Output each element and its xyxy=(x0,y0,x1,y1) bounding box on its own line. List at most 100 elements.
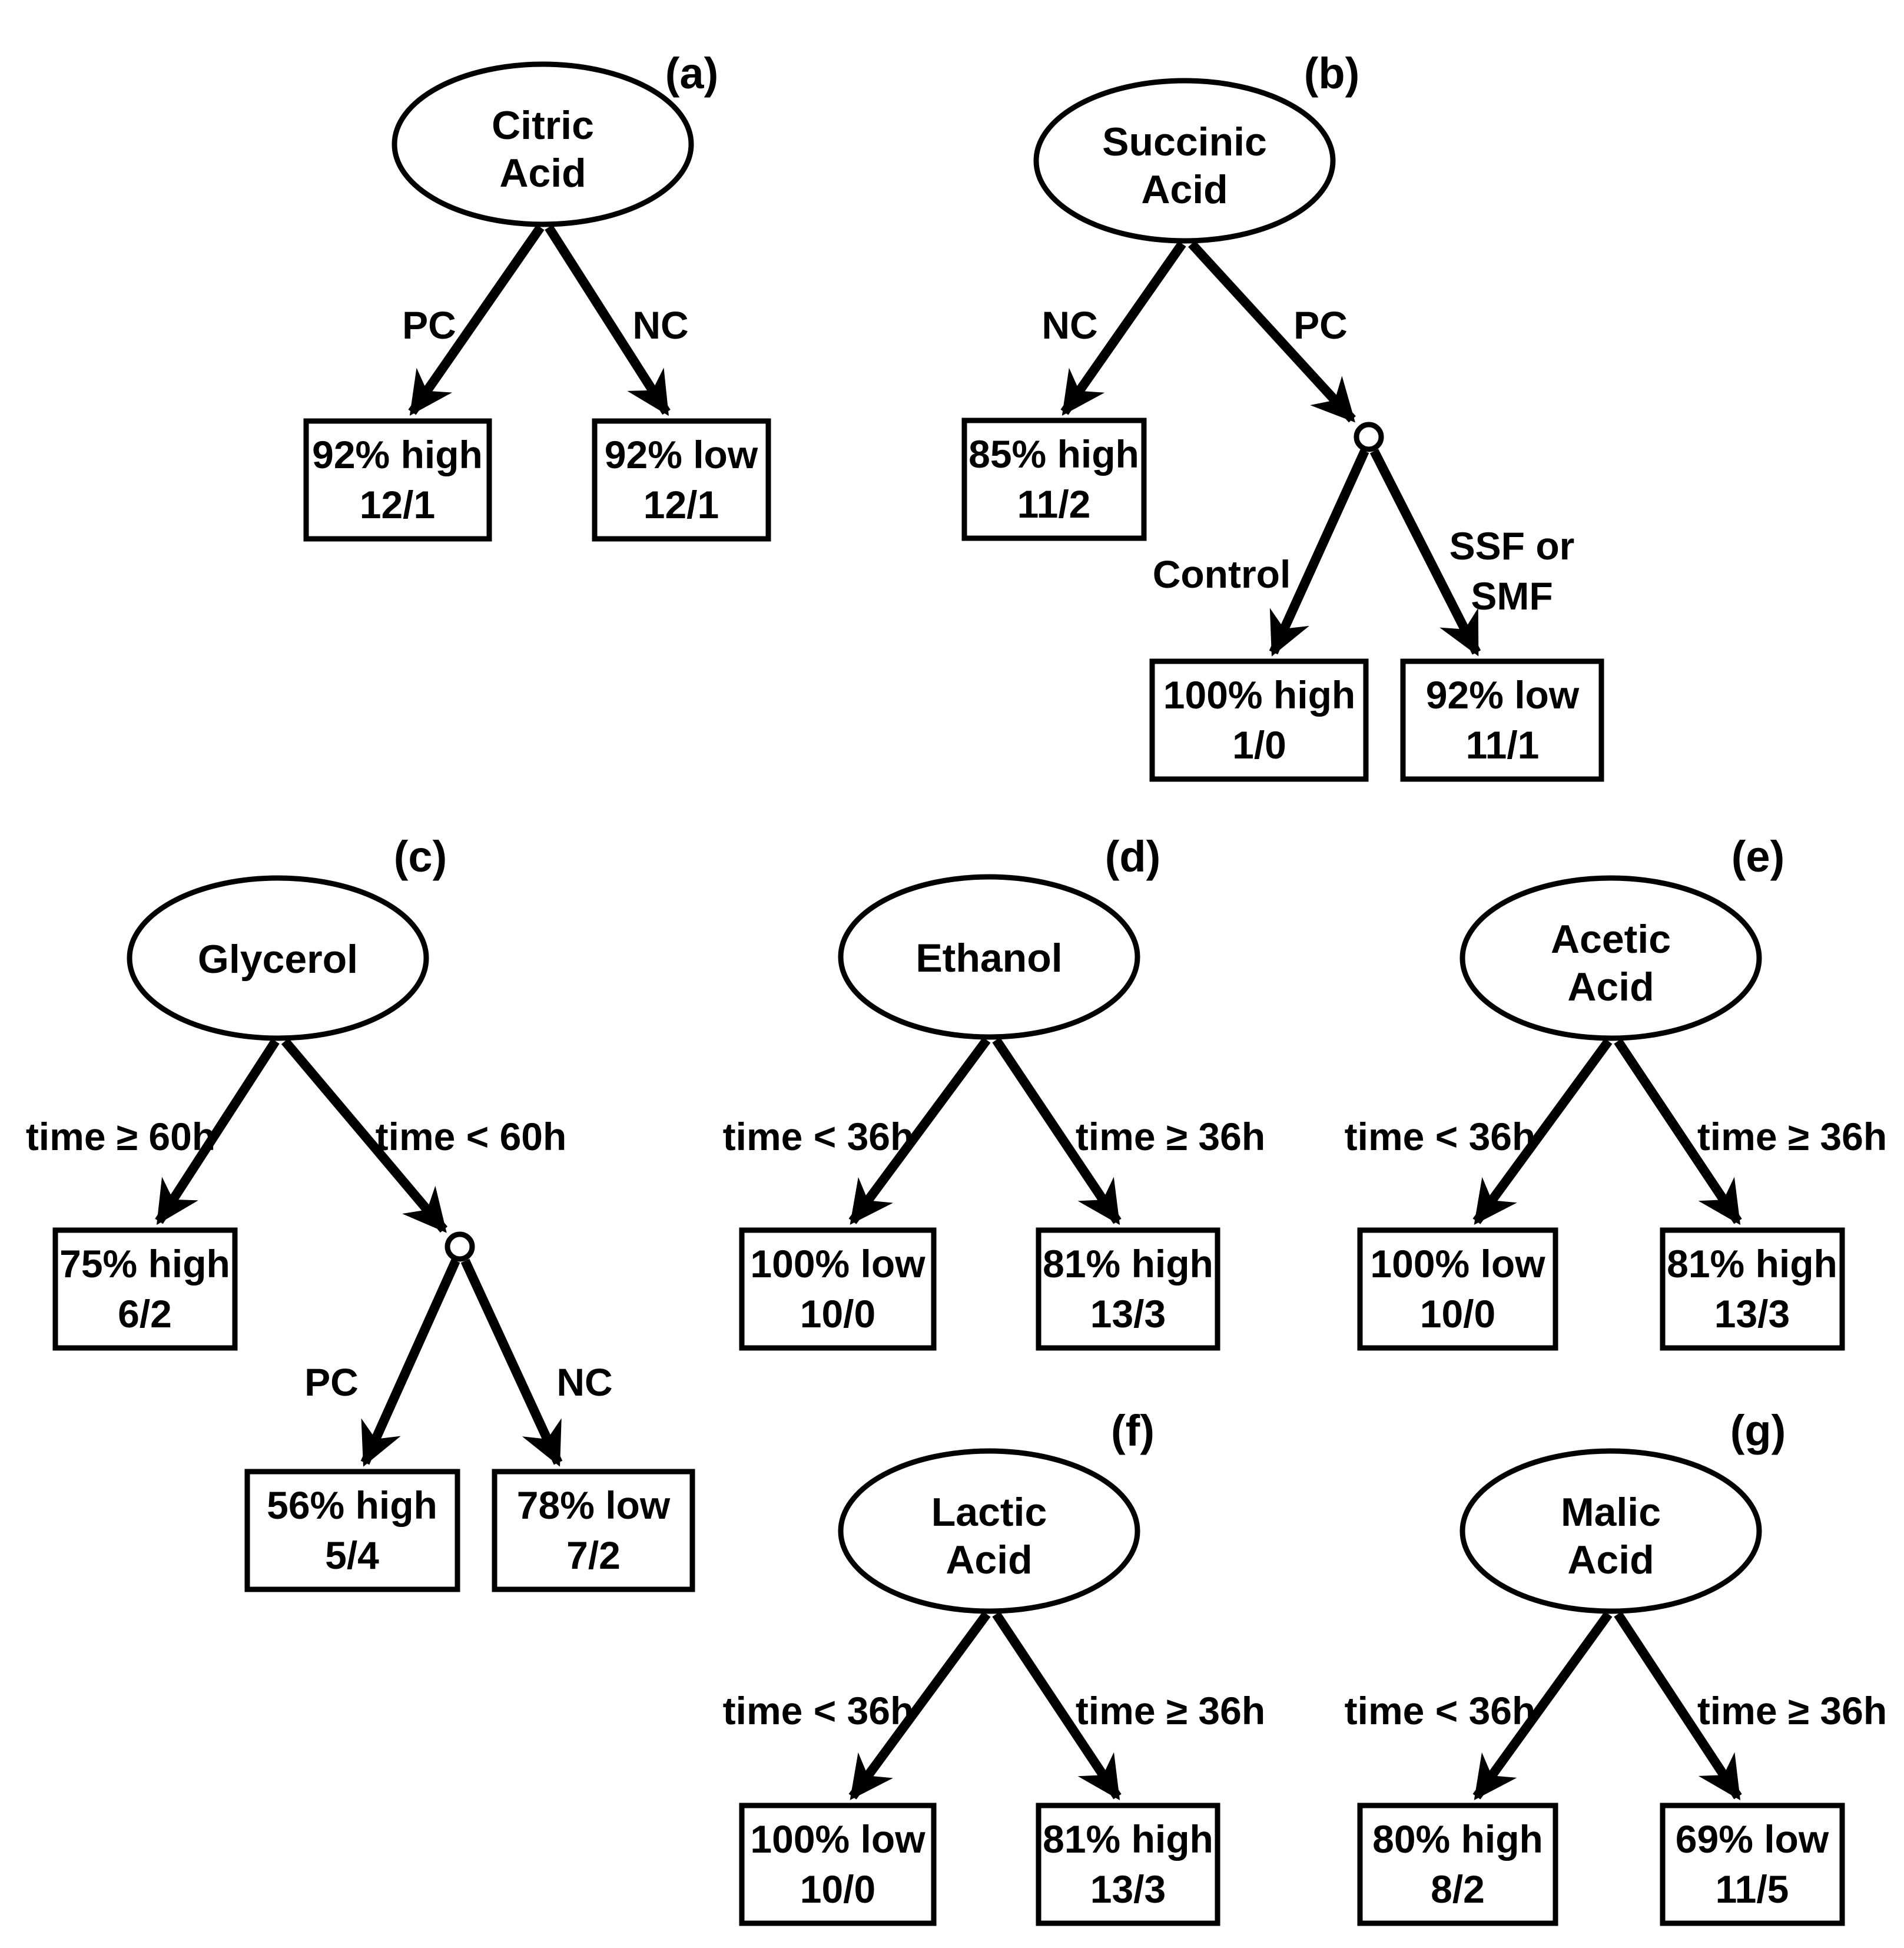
branch-arrow-right xyxy=(1614,1038,1742,1225)
tree-g: (g) Malic Acid time < 36h time ≥ 36h 80%… xyxy=(1345,1406,1887,1926)
root-label-line1: Malic xyxy=(1561,1490,1661,1535)
root-node-ellipse-malic-acid xyxy=(1459,1448,1762,1614)
tree-f: (f) Lactic Acid time < 36h time ≥ 36h 10… xyxy=(723,1406,1265,1926)
leaf-right-line2: 13/3 xyxy=(1090,1292,1166,1336)
root-label-line2: Acid xyxy=(1141,167,1228,212)
leaf-left-line2: 6/2 xyxy=(118,1292,172,1336)
root-node-ellipse-lactic-acid xyxy=(838,1448,1140,1614)
sub-branch-label-right-line1: SSF or xyxy=(1449,524,1575,568)
sub-branch-arrow-right xyxy=(460,1258,563,1467)
leaf-sub-left-line2: 5/4 xyxy=(325,1533,379,1577)
leaf-box-sub-left xyxy=(244,1469,460,1592)
split-node-circle xyxy=(445,1231,475,1262)
leaf-sub-right-line2: 7/2 xyxy=(566,1533,621,1577)
root-node-ellipse-acetic-acid xyxy=(1459,875,1762,1041)
panel-label-e: (e) xyxy=(1731,832,1784,881)
sub-branch-arrow-left xyxy=(360,1258,460,1467)
sub-branch-label-left: Control xyxy=(1153,552,1291,596)
root-label-line1: Acetic xyxy=(1551,917,1671,962)
leaf-box-left xyxy=(52,1227,238,1351)
split-node-circle xyxy=(1354,422,1384,452)
branch-arrow-right xyxy=(1188,240,1356,423)
leaf-box-left xyxy=(1357,1803,1558,1926)
branch-arrow-left xyxy=(408,224,545,416)
leaf-box-sub-right xyxy=(492,1469,695,1592)
branch-arrow-left xyxy=(1472,1038,1613,1225)
leaf-box-right xyxy=(1660,1803,1845,1926)
leaf-right-line1: 92% low xyxy=(605,433,758,476)
leaf-sub-left-line1: 100% high xyxy=(1163,673,1355,717)
leaf-left-line2: 11/2 xyxy=(1017,482,1091,526)
branch-arrow-left xyxy=(155,1038,280,1225)
sub-branch-arrow-left xyxy=(1269,449,1369,657)
root-label-line2: Acid xyxy=(946,1538,1032,1582)
root-label-line1: Glycerol xyxy=(198,937,358,982)
panel-label-c: (c) xyxy=(394,832,447,881)
tree-b: (b) Succinic Acid NC PC 85% high 11/2 Co… xyxy=(961,49,1604,782)
leaf-sub-right-line1: 92% low xyxy=(1426,673,1580,717)
branch-label-left: NC xyxy=(1041,303,1097,347)
branch-label-left: time < 36h xyxy=(723,1689,914,1732)
leaf-box-left xyxy=(739,1803,937,1926)
leaf-sub-right-line2: 11/1 xyxy=(1466,723,1540,767)
branch-label-left: PC xyxy=(402,303,456,347)
leaf-box-left xyxy=(303,418,492,542)
panel-label-g: (g) xyxy=(1730,1406,1786,1455)
leaf-right-line1: 81% high xyxy=(1043,1242,1213,1286)
branch-arrow-left xyxy=(1472,1611,1613,1800)
branch-label-right: time ≥ 36h xyxy=(1076,1115,1265,1158)
leaf-right-line1: 81% high xyxy=(1043,1817,1213,1861)
leaf-box-right xyxy=(1660,1227,1845,1351)
branch-label-right: NC xyxy=(632,303,688,347)
sub-branch-label-left: PC xyxy=(304,1360,359,1404)
leaf-left-line2: 12/1 xyxy=(360,483,435,526)
leaf-right-line2: 13/3 xyxy=(1090,1867,1166,1911)
leaf-sub-left-line1: 56% high xyxy=(267,1483,437,1527)
tree-a: (a) Citric Acid PC NC 92% high 12/1 92% … xyxy=(303,49,771,542)
leaf-left-line1: 85% high xyxy=(968,432,1139,476)
branch-arrow-left xyxy=(848,1037,991,1225)
panel-label-f: (f) xyxy=(1111,1406,1155,1455)
root-label-line1: Succinic xyxy=(1102,120,1267,164)
branch-arrow-right xyxy=(992,1037,1122,1225)
tree-e: (e) Acetic Acid time < 36h time ≥ 36h 10… xyxy=(1345,832,1887,1351)
branch-label-right: PC xyxy=(1293,303,1348,347)
leaf-left-line1: 80% high xyxy=(1372,1817,1543,1861)
branch-label-left: time < 36h xyxy=(1345,1115,1536,1158)
leaf-right-line2: 12/1 xyxy=(643,483,719,526)
leaf-box-left xyxy=(1357,1227,1558,1351)
root-node-ellipse-glycerol xyxy=(127,875,429,1041)
branch-label-right: time < 60h xyxy=(376,1115,567,1158)
branch-arrow-right xyxy=(1614,1611,1742,1801)
leaf-box-right xyxy=(1036,1227,1220,1351)
leaf-left-line2: 10/0 xyxy=(1420,1292,1495,1336)
panel-label-b: (b) xyxy=(1304,49,1360,98)
leaf-box-right xyxy=(1036,1803,1220,1926)
branch-label-right: time ≥ 36h xyxy=(1697,1689,1887,1732)
branch-label-left: time ≥ 60h xyxy=(26,1115,215,1158)
root-label-line2: Acid xyxy=(499,151,586,196)
branch-label-left: time < 36h xyxy=(1345,1689,1536,1732)
sub-branch-arrow-right xyxy=(1369,449,1481,657)
leaf-left-line1: 92% high xyxy=(312,433,483,476)
leaf-sub-right-line1: 78% low xyxy=(517,1483,671,1527)
tree-c: (c) Glycerol time ≥ 60h time < 60h 75% h… xyxy=(26,832,695,1592)
leaf-right-line2: 13/3 xyxy=(1714,1292,1790,1336)
root-label-line2: Acid xyxy=(1567,1538,1654,1582)
leaf-right-line2: 11/5 xyxy=(1716,1867,1789,1911)
sub-branch-label-right-line2: SMF xyxy=(1471,574,1553,618)
root-label-line2: Acid xyxy=(1567,965,1654,1009)
leaf-left-line2: 10/0 xyxy=(800,1867,875,1911)
leaf-right-line1: 69% low xyxy=(1676,1817,1829,1861)
root-label-line1: Ethanol xyxy=(915,936,1062,980)
branch-arrow-right xyxy=(545,224,671,416)
root-node-ellipse-ethanol xyxy=(838,874,1140,1040)
panel-label-a: (a) xyxy=(665,49,718,98)
leaf-box-right xyxy=(592,418,771,542)
root-node-ellipse-citric-acid xyxy=(392,61,694,227)
leaf-left-line1: 100% low xyxy=(750,1242,926,1286)
branch-arrow-right xyxy=(281,1038,448,1233)
leaf-left-line1: 100% low xyxy=(750,1817,926,1861)
